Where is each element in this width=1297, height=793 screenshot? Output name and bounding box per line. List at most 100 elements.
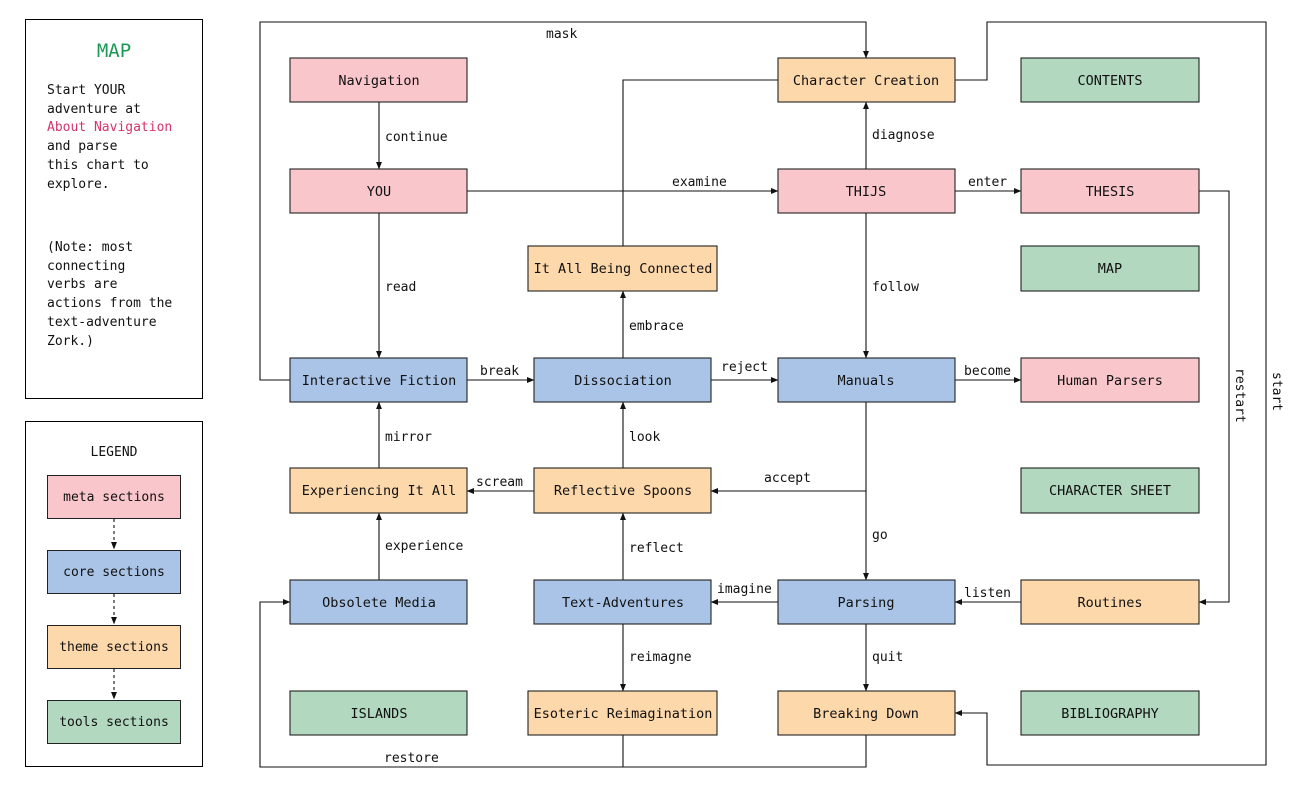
node-box[interactable] [1020, 57, 1200, 103]
label-reimagne: reimagne [629, 650, 692, 665]
node-label: YOU [367, 184, 391, 200]
node-parsing[interactable]: Parsing [777, 579, 956, 625]
node-manuals[interactable]: Manuals [777, 357, 956, 403]
node-bibliography[interactable]: BIBLIOGRAPHY [1020, 690, 1200, 736]
legend-tools-sections: tools sections [47, 700, 181, 744]
label-read: read [385, 280, 416, 295]
label-reject: reject [721, 360, 768, 375]
node-routines[interactable]: Routines [1020, 579, 1200, 625]
map-note-line: connecting [47, 258, 126, 274]
legend-meta-sections: meta sections [47, 475, 181, 519]
node-label: THIJS [846, 184, 887, 200]
node-label: Manuals [838, 373, 895, 389]
node-thijs[interactable]: THIJS [777, 168, 956, 214]
map-note-line: text-adventure [47, 314, 157, 330]
node-box[interactable] [289, 57, 468, 103]
map-note-line: actions from the [47, 296, 173, 312]
node-experiencing-it-all[interactable]: Experiencing It All [289, 467, 468, 514]
edge-connected-to-character [622, 79, 778, 246]
node-label: CHARACTER SHEET [1049, 483, 1171, 499]
node-label: Breaking Down [813, 706, 919, 722]
node-box[interactable] [777, 579, 956, 625]
node-label: Navigation [338, 73, 419, 89]
node-you[interactable]: YOU [289, 168, 468, 214]
label-imagine: imagine [717, 582, 772, 597]
node-label: Obsolete Media [322, 595, 436, 611]
map-intro-line: explore. [47, 176, 110, 192]
node-box[interactable] [1020, 168, 1200, 214]
node-thesis[interactable]: THESIS [1020, 168, 1200, 214]
node-box[interactable] [533, 357, 712, 403]
node-label: It All Being Connected [534, 261, 713, 277]
label-experience: experience [385, 539, 463, 554]
node-dissociation[interactable]: Dissociation [533, 357, 712, 403]
label-break: break [480, 364, 519, 379]
node-box[interactable] [533, 579, 712, 625]
node-box[interactable] [289, 467, 468, 514]
nodes: Navigation YOU Interactive Fiction Exper… [289, 57, 1200, 736]
label-examine: examine [672, 175, 727, 190]
node-breaking-down[interactable]: Breaking Down [777, 690, 956, 736]
node-box[interactable] [777, 690, 956, 736]
node-box[interactable] [777, 357, 956, 403]
edge-start [954, 21, 1267, 766]
legend-core-sections: core sections [47, 550, 181, 594]
node-character-sheet[interactable]: CHARACTER SHEET [1020, 467, 1200, 514]
node-label: Text-Adventures [562, 595, 684, 611]
label-follow: follow [872, 280, 919, 295]
label-restore: restore [384, 751, 439, 766]
node-label: ISLANDS [351, 706, 408, 722]
map-note-line: Zork.) [47, 333, 94, 349]
node-box[interactable] [1020, 579, 1200, 625]
node-interactive-fiction[interactable]: Interactive Fiction [289, 357, 468, 403]
label-continue: continue [385, 130, 448, 145]
node-reflective-spoons[interactable]: Reflective Spoons [533, 467, 712, 514]
node-box[interactable] [289, 690, 468, 736]
node-label: Interactive Fiction [302, 373, 456, 389]
node-islands[interactable]: ISLANDS [289, 690, 468, 736]
node-box[interactable] [289, 357, 468, 403]
node-box[interactable] [289, 168, 468, 214]
node-character-creation[interactable]: Character Creation [777, 57, 956, 103]
node-obsolete-media[interactable]: Obsolete Media [289, 579, 468, 625]
node-box[interactable] [527, 245, 718, 292]
node-box[interactable] [1020, 467, 1200, 514]
node-text-adventures[interactable]: Text-Adventures [533, 579, 712, 625]
label-diagnose: diagnose [872, 128, 935, 143]
node-label: Dissociation [574, 373, 672, 389]
node-human-parsers[interactable]: Human Parsers [1020, 357, 1200, 403]
node-navigation[interactable]: Navigation [289, 57, 468, 103]
node-box[interactable] [533, 467, 712, 514]
node-box[interactable] [1020, 245, 1200, 292]
node-box[interactable] [527, 690, 718, 736]
map-note-line: (Note: most [47, 240, 134, 255]
label-reflect: reflect [629, 541, 684, 556]
node-contents[interactable]: CONTENTS [1020, 57, 1200, 103]
label-become: become [964, 364, 1011, 379]
node-box[interactable] [1020, 690, 1200, 736]
legend-panel: LEGEND meta sections core sections theme… [25, 421, 203, 767]
node-label: MAP [1098, 261, 1122, 277]
label-mirror: mirror [385, 430, 432, 445]
node-map[interactable]: MAP [1020, 245, 1200, 292]
node-label: CONTENTS [1077, 73, 1142, 89]
node-it-all-being-connected[interactable]: It All Being Connected [527, 245, 718, 292]
edges [259, 21, 1267, 768]
label-look: look [629, 430, 660, 445]
node-box[interactable] [1020, 357, 1200, 403]
node-esoteric-reimagination[interactable]: Esoteric Reimagination [527, 690, 718, 736]
node-box[interactable] [289, 579, 468, 625]
edge-restart [1198, 190, 1230, 606]
legend-theme-sections: theme sections [47, 625, 181, 669]
node-label: THESIS [1086, 184, 1135, 200]
node-box[interactable] [777, 57, 956, 103]
about-navigation-link[interactable]: About Navigation [47, 120, 173, 136]
node-label: Parsing [838, 595, 895, 611]
node-label: Esoteric Reimagination [534, 706, 713, 722]
map-intro-line: and parse [47, 139, 118, 155]
edge-mask [259, 21, 870, 381]
map-note: (Note: most connecting verbs are actions… [47, 239, 197, 351]
map-note-line: verbs are [47, 277, 118, 293]
node-box[interactable] [777, 168, 956, 214]
